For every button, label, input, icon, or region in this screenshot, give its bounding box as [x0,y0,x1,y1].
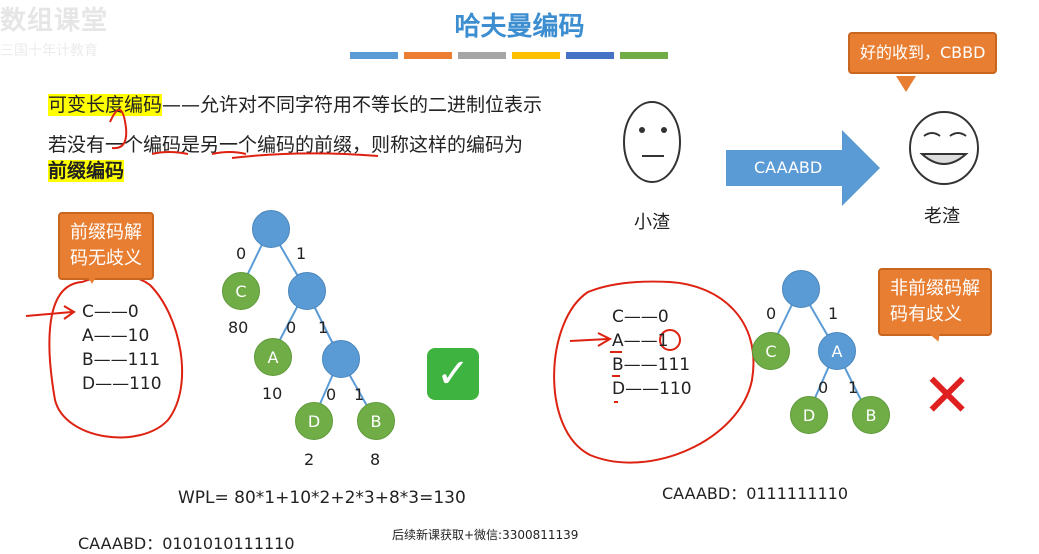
prefix-unambiguous-callout: 前缀码解 码无歧义 [58,212,154,280]
code-entry: C——0 [612,307,669,327]
tree-leaf-a: A [254,338,292,376]
watermark-logo: 数组课堂 [0,6,109,36]
tree-internal-node [322,340,360,378]
edge-label: 0 [326,385,337,404]
tree-leaf-b: B [357,402,395,440]
tree-internal-node [288,272,326,310]
callout-line: 非前缀码解 [890,278,980,299]
annotation-ring [659,329,681,351]
weight-label-c: 80 [228,318,249,337]
annotation-circle-right [553,280,755,464]
edge-label: 0 [286,318,297,337]
tree-leaf-d: D [295,402,333,440]
colorbar-swatch [458,52,506,59]
tree-root-node [782,270,820,308]
edge-label: 1 [354,385,365,404]
colorbar-swatch [620,52,668,59]
code-entry: A——10 [82,326,150,346]
annotation-arrow-right [569,332,613,347]
receiver-label: 老渣 [924,206,960,227]
slide-title: 哈夫曼编码 [454,12,585,42]
colorbar-swatch [566,52,614,59]
annotation-underline [211,151,247,155]
send-arrow [726,130,880,206]
code-entry: C——0 [82,302,139,322]
cross-mark-icon: ✕ [922,361,973,431]
annotation-tick [610,351,622,403]
code-entry: D——110 [612,379,692,399]
edge-label: 0 [766,304,777,323]
annotation-circle-left [48,274,184,439]
edge-label: 1 [848,378,859,397]
edge-label: 0 [818,378,829,397]
right-code-list: C——0 A——1 B——111 D——110 [612,305,692,401]
variable-length-term: 可变长度编码 [48,94,163,116]
send-arrow-label: CAAABD [754,158,823,177]
prefix-term: 前缀编码 [48,160,125,182]
prefix-sentence: 若没有一个编码是另一个编码的前缀，则称这样的编码为 [48,134,524,156]
annotation-circle-mark [109,109,128,150]
edge-label: 1 [318,318,329,337]
variable-length-desc: ——允许对不同字符用不等长的二进制位表示 [162,94,543,116]
tree-root-node [252,210,290,248]
sender-face-icon [623,101,681,183]
footer-note: 后续新课获取+微信:3300811139 [392,528,579,542]
right-encoding: CAAABD：0111111110 [662,484,848,503]
callout-tail [84,270,100,284]
tree-leaf-d: D [790,396,828,434]
weight-label-a: 10 [262,384,283,403]
tree-leaf-c: C [752,332,790,370]
tree-leaf-b: B [852,396,890,434]
colorbar-swatch [404,52,452,59]
annotation-underline [151,151,189,155]
sender-label: 小渣 [634,212,670,233]
code-entry: D——110 [82,374,162,394]
left-code-list: C——0 A——10 B——111 D——110 [82,300,162,396]
colorbar-swatch [350,52,398,59]
code-entry: B——111 [82,350,161,370]
callout-line: 码无歧义 [70,248,142,269]
tree-node-a: A [818,332,856,370]
title-colorbar [350,52,668,59]
non-prefix-ambiguous-callout: 非前缀码解 码有歧义 [878,268,992,336]
edge-label: 1 [828,304,839,323]
receiver-face-icon [909,111,979,185]
weight-label-d: 2 [304,450,315,469]
callout-line: 码有歧义 [890,304,962,325]
edge-label: 1 [296,244,307,263]
left-encoding: CAAABD：0101010111110 [78,534,295,553]
variable-length-definition: 可变长度编码——允许对不同字符用不等长的二进制位表示 [48,90,542,117]
annotation-underline [231,152,379,159]
code-entry: A——1 [612,331,669,351]
code-entry: B——111 [612,355,691,375]
speech-bubble: 好的收到，CBBD [848,32,998,74]
annotation-arrow-left [25,305,76,320]
edge-label: 0 [236,244,247,263]
callout-line: 前缀码解 [70,222,142,243]
check-mark-icon: ✓ [427,348,479,400]
watermark-sub: 三国十年计教育 [0,43,98,59]
colorbar-swatch [512,52,560,59]
speech-bubble-tail [896,76,916,92]
wpl-formula: WPL= 80*1+10*2+2*3+8*3=130 [178,488,466,508]
weight-label-b: 8 [370,450,381,469]
prefix-term-line: 前缀编码 [48,156,125,183]
tree-leaf-c: C [222,272,260,310]
